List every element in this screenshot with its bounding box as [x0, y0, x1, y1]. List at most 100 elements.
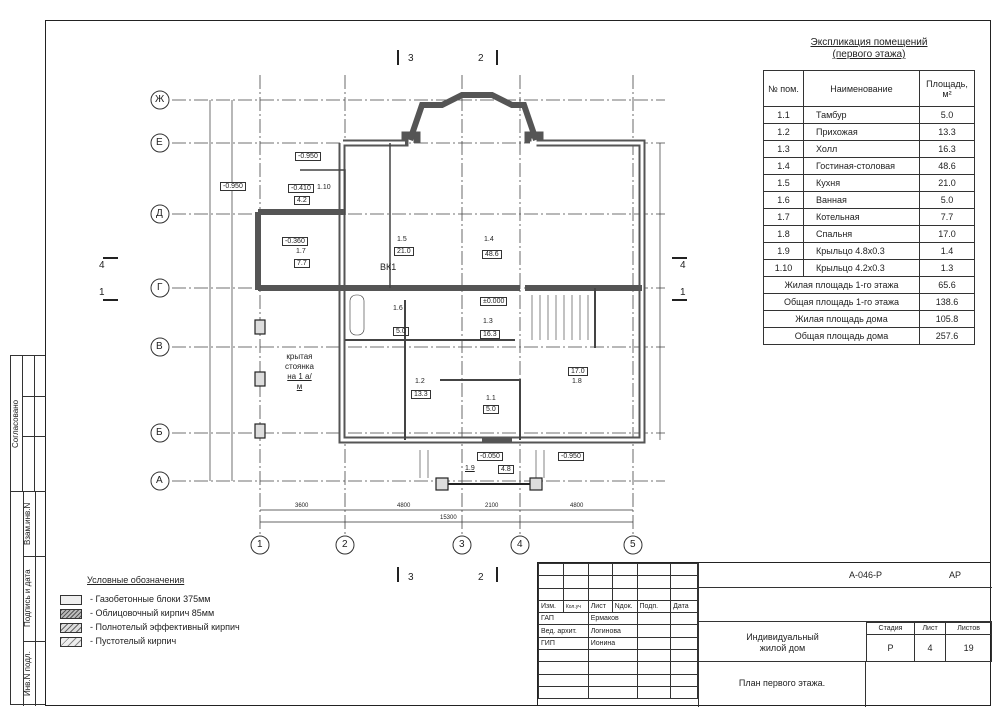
room-name: Кухня	[803, 174, 920, 192]
axis-2: 2	[342, 539, 348, 550]
col-sign: Подп.	[636, 599, 672, 614]
stage-value: Р	[866, 634, 915, 662]
room-number: 1.8	[763, 225, 804, 243]
legend-item-aerated-concrete: - Газобетонные блоки 375мм	[60, 592, 240, 606]
carport-label: крытая стоянка на 1 а/м	[285, 352, 314, 392]
axis-3: 3	[459, 539, 465, 550]
room-area: 4.8	[498, 465, 514, 474]
room-num: 1.6	[393, 305, 403, 312]
document-code: А-046-Р	[849, 570, 883, 580]
level-mark: -0.360	[282, 237, 308, 246]
legend-item-hollow-brick: - Пустотелый кирпич	[60, 634, 240, 648]
explication-title-line2: (первого этажа)	[832, 49, 906, 60]
room-number: 1.7	[763, 208, 804, 226]
total-area: 138.6	[919, 293, 975, 311]
room-area: 5.0	[919, 106, 975, 124]
legend-item-facing-brick: - Облицовочный кирпич 85мм	[60, 606, 240, 620]
room-area: 5.0	[919, 191, 975, 209]
room-name: Тамбур	[803, 106, 920, 124]
room-num: 1.4	[484, 236, 494, 243]
document-mark: АР	[949, 570, 962, 580]
room-area: 7.7	[919, 208, 975, 226]
room-area: 5.0	[483, 405, 499, 414]
header-area: Площадь, м²	[919, 70, 975, 107]
level-mark: -0.950	[295, 152, 321, 161]
room-name: Холл	[803, 140, 920, 158]
person-row: Вед. архит.Логинова	[538, 624, 698, 638]
section-4-right: 4	[680, 260, 686, 271]
room-area: 48.6	[919, 157, 975, 175]
section-marks	[103, 50, 687, 582]
person-name: Логинова	[587, 624, 638, 638]
section-3-top: 3	[408, 53, 414, 64]
revision-header-row: Изм. Кол.уч Лист Nдок. Подп. Дата	[538, 599, 698, 614]
side-stamp: Согласовано Взам.инв.N Подпись и дата Ин…	[10, 355, 46, 706]
person-role: ГИП	[538, 636, 589, 651]
legend: Условные обозначения - Газобетонные блок…	[60, 575, 240, 648]
section-2-bottom: 2	[478, 572, 484, 583]
sheet-title: План первого этажа.	[698, 662, 866, 707]
col-doc: Nдок.	[611, 599, 638, 614]
section-3-bottom: 3	[408, 572, 414, 583]
room-number: 1.2	[763, 123, 804, 141]
stairs	[349, 294, 589, 478]
room-num: 1.2	[415, 378, 425, 385]
axis-g: Г	[157, 282, 163, 293]
room-num: 1.9	[465, 465, 475, 472]
dim-total: 15300	[440, 515, 457, 521]
aerated-concrete-swatch	[60, 594, 82, 605]
room-area: 5.0	[393, 327, 409, 336]
section-1-left: 1	[99, 287, 105, 298]
vk-label: ВК1	[380, 262, 397, 272]
legend-title: Условные обозначения	[87, 575, 185, 585]
explication-title: Экспликация помещений (первого этажа)	[763, 37, 975, 61]
facing-brick-swatch	[60, 608, 82, 619]
room-name: Гостиная-столовая	[803, 157, 920, 175]
room-num: 1.5	[397, 236, 407, 243]
drawing-frame	[45, 20, 991, 706]
dim-3-4: 2100	[485, 503, 499, 509]
axis-b: Б	[156, 427, 163, 438]
room-name: Крыльцо 4.8x0.3	[803, 242, 920, 260]
room-number: 1.3	[763, 140, 804, 158]
room-number: 1.5	[763, 174, 804, 192]
col-sheet: Лист	[587, 599, 613, 614]
axis-1: 1	[257, 539, 263, 550]
level-mark: -0.950	[220, 182, 246, 191]
room-number: 1.10	[763, 259, 804, 277]
section-2-top: 2	[478, 53, 484, 64]
room-area: 13.3	[919, 123, 975, 141]
person-role: ГАП	[538, 612, 589, 626]
room-num: 1.1	[486, 395, 496, 402]
solid-brick-swatch	[60, 622, 82, 633]
legend-item-label: - Пустотелый кирпич	[90, 636, 177, 646]
total-label: Общая площадь 1-го этажа	[763, 293, 920, 311]
axis-4: 4	[517, 539, 523, 550]
col-qty: Кол.уч	[562, 599, 589, 614]
legend-item-label: - Полнотелый эффективный кирпич	[90, 622, 240, 632]
dimension-lines	[209, 100, 661, 523]
total-area: 257.6	[919, 327, 975, 345]
room-num: 1.8	[572, 378, 582, 385]
room-name: Котельная	[803, 208, 920, 226]
header-num: № пом.	[763, 70, 804, 107]
level-mark: -0.410	[288, 184, 314, 193]
person-name: Ермаков	[587, 612, 638, 626]
room-area: 17.0	[919, 225, 975, 243]
room-name: Крыльцо 4.2x0.3	[803, 259, 920, 277]
project-name: Индивидуальный жилой дом	[698, 622, 866, 662]
